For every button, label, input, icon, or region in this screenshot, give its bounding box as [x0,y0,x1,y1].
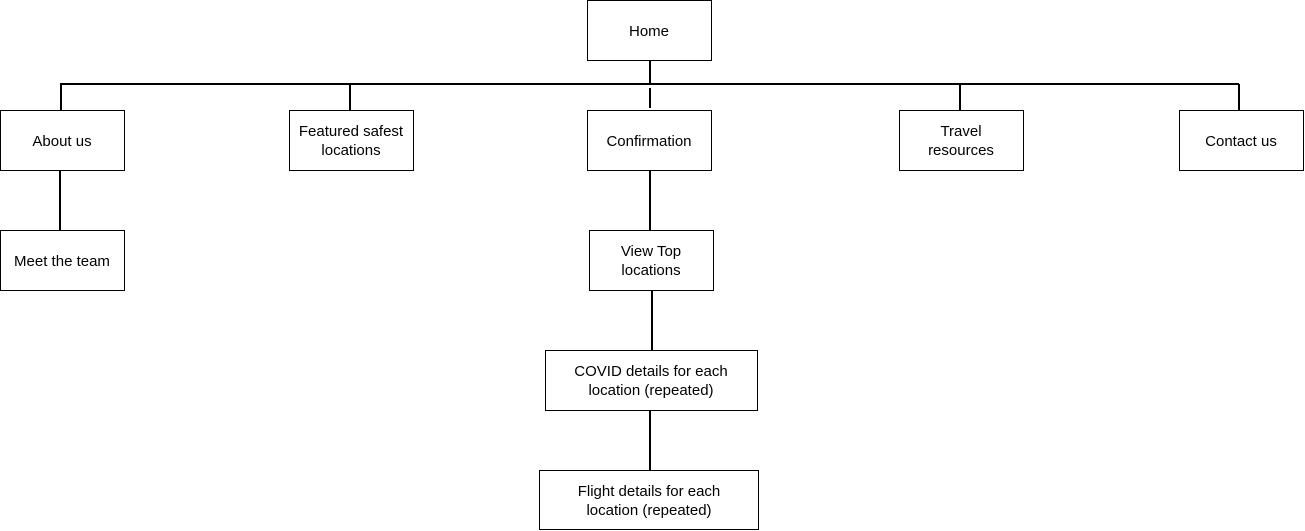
node-meet-the-team-box [0,230,125,291]
node-featured-safest-locations: Featured safest locations [289,110,414,171]
node-covid-details: COVID details for each location (repeate… [545,350,758,411]
node-home: Home [587,0,712,61]
node-meet-the-team: Meet the team [0,230,125,291]
node-featured-safest-locations-box [289,110,414,171]
node-view-top-locations-label-line-1: View Top [621,243,681,260]
node-home-box [587,0,712,61]
node-flight-details: Flight details for each location (repeat… [539,470,759,530]
node-view-top-locations: View Top locations [589,230,714,291]
node-about-us-box [0,110,125,171]
node-view-top-locations-label-line-2: locations [621,262,680,279]
node-flight-details-box [539,470,759,530]
node-flight-details-label-line-2: location (repeated) [586,502,711,519]
node-contact-us-label: Contact us [1205,133,1277,150]
node-confirmation-box [587,110,712,171]
node-covid-details-label-line-2: location (repeated) [588,382,713,399]
node-travel-resources-box [899,110,1024,171]
node-about-us-label: About us [32,133,91,150]
node-view-top-locations-box [589,230,714,291]
node-featured-safest-locations-label-line-2: locations [321,142,380,159]
node-confirmation: Confirmation [587,110,712,171]
connectors [59,60,1240,470]
node-contact-us-box [1179,110,1304,171]
node-contact-us: Contact us [1179,110,1304,171]
node-confirmation-label: Confirmation [606,133,691,150]
node-home-label: Home [629,23,669,40]
node-flight-details-label-line-1: Flight details for each [578,483,721,500]
node-travel-resources-label-line-2: resources [928,142,994,159]
node-meet-the-team-label: Meet the team [14,253,110,270]
node-covid-details-box [545,350,758,411]
node-covid-details-label-line-1: COVID details for each [574,363,727,380]
node-about-us: About us [0,110,125,171]
node-featured-safest-locations-label-line-1: Featured safest [299,123,404,140]
node-travel-resources: Travel resources [899,110,1024,171]
node-travel-resources-label-line-1: Travel [940,123,981,140]
